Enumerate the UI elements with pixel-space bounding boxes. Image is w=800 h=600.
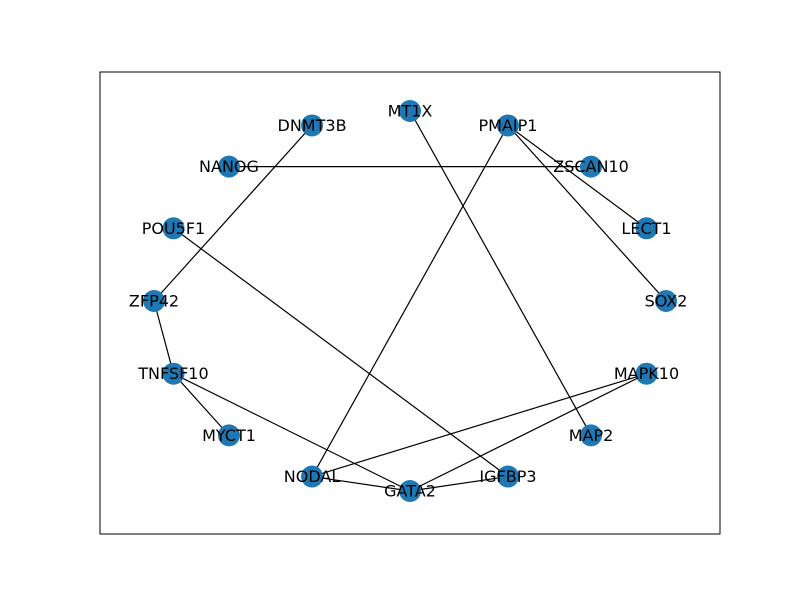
edge-pmaip1-nodal bbox=[311, 125, 509, 477]
node-zscan10 bbox=[580, 155, 603, 178]
node-label-dnmt3b: DNMT3B bbox=[278, 116, 347, 135]
node-map2 bbox=[580, 424, 603, 447]
edge-pou5f1-igfbp3 bbox=[173, 227, 509, 478]
node-label-pou5f1: POU5F1 bbox=[142, 219, 206, 238]
edge-zfp42-tnfsf10 bbox=[153, 300, 175, 374]
node-label-igfbp3: IGFBP3 bbox=[479, 467, 536, 486]
node-label-nanog: NANOG bbox=[199, 157, 259, 176]
edge-pmaip1-lect1 bbox=[507, 124, 647, 229]
node-label-myct1: MYCT1 bbox=[202, 426, 256, 445]
node-igfbp3 bbox=[496, 465, 519, 488]
edge-pmaip1-sox2 bbox=[507, 125, 667, 302]
node-nanog bbox=[217, 155, 240, 178]
node-label-mapk10: MAPK10 bbox=[614, 364, 679, 383]
node-label-pmaip1: PMAIP1 bbox=[478, 116, 537, 135]
node-label-mt1x: MT1X bbox=[388, 102, 433, 121]
plot-frame bbox=[99, 71, 721, 535]
node-dnmt3b bbox=[301, 114, 324, 137]
edges-layer bbox=[153, 110, 667, 492]
node-pmaip1 bbox=[496, 114, 519, 137]
node-nodal bbox=[301, 465, 324, 488]
edge-tnfsf10-myct1 bbox=[173, 373, 230, 436]
node-gata2 bbox=[399, 480, 421, 502]
node-myct1 bbox=[217, 424, 240, 447]
node-zfp42 bbox=[143, 290, 165, 312]
node-mapk10 bbox=[635, 362, 658, 385]
node-sox2 bbox=[655, 290, 677, 312]
node-label-nodal: NODAL bbox=[284, 467, 341, 486]
edge-mt1x-map2 bbox=[409, 110, 592, 436]
edge-nodal-gata2 bbox=[311, 475, 411, 492]
node-label-sox2: SOX2 bbox=[645, 292, 688, 311]
edge-dnmt3b-zfp42 bbox=[153, 125, 313, 302]
edge-gata2-igfbp3 bbox=[409, 475, 509, 492]
edge-mapk10-gata2 bbox=[409, 373, 647, 492]
edge-mapk10-nodal bbox=[311, 373, 647, 478]
labels-layer: MT1X PMAIP1ZSCAN10LECT1SOX2MAPK10MAP2IGFB… bbox=[129, 102, 688, 501]
node-label-zfp42: ZFP42 bbox=[129, 292, 179, 311]
node-tnfsf10 bbox=[162, 362, 185, 385]
node-label-map2: MAP2 bbox=[569, 426, 614, 445]
node-label-lect1: LECT1 bbox=[621, 219, 671, 238]
edge-tnfsf10-gata2 bbox=[173, 373, 411, 492]
node-label-gata2: GATA2 bbox=[384, 482, 436, 501]
node-mt1x bbox=[399, 100, 421, 122]
node-label-zscan10: ZSCAN10 bbox=[553, 157, 629, 176]
node-lect1 bbox=[635, 217, 658, 240]
node-pou5f1 bbox=[162, 217, 185, 240]
node-label-tnfsf10: TNFSF10 bbox=[137, 364, 208, 383]
nodes-layer bbox=[143, 100, 677, 502]
